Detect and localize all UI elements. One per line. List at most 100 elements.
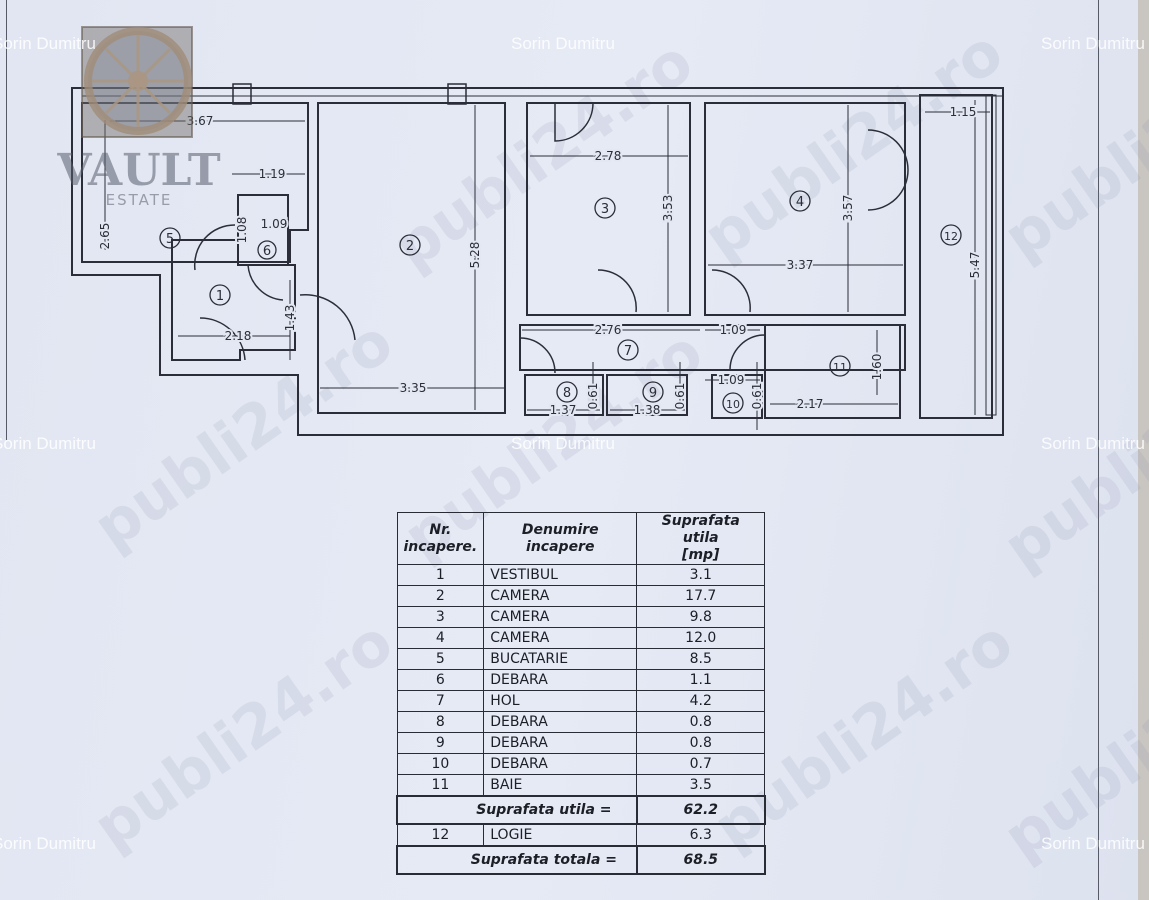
page-edge <box>1098 0 1099 900</box>
watermark-author: Sorin Dumitru <box>1041 434 1145 453</box>
room-11-outline <box>764 324 901 419</box>
row-name: HOL <box>483 690 638 712</box>
logo-text: VAULT <box>56 145 221 196</box>
useful-area-row: Suprafata utila = 62.2 <box>396 795 766 825</box>
row-nr: 4 <box>396 627 485 649</box>
room-number: 12 <box>944 230 958 243</box>
row-area: 0.8 <box>636 711 766 733</box>
row-name: CAMERA <box>483 627 638 649</box>
row-area: 4.2 <box>636 690 766 712</box>
watermark-author: Sorin Dumitru <box>0 34 96 53</box>
logo-subtext: ESTATE <box>106 191 173 209</box>
row-area: 1.1 <box>636 669 766 691</box>
useful-area-label: Suprafata utila = <box>396 795 638 825</box>
useful-area-value: 62.2 <box>635 795 766 825</box>
room-number: 2 <box>406 239 414 254</box>
dimension-label: 2.78 <box>595 149 622 163</box>
row-nr: 5 <box>396 648 485 670</box>
dimension-label: 0.61 <box>673 383 687 410</box>
dimension-label: 0.61 <box>750 383 764 410</box>
dimension-label: 5.28 <box>468 242 482 269</box>
row-nr: 8 <box>396 711 485 733</box>
room-3-outline <box>526 102 691 316</box>
dimension-label: 5.47 <box>968 252 982 279</box>
vault-wheel-icon: VAULT ESTATE <box>56 26 221 209</box>
row-area: 3.1 <box>636 564 766 586</box>
row-name: DEBARA <box>483 732 638 754</box>
row-nr: 6 <box>396 669 485 691</box>
room-10-outline <box>711 374 763 419</box>
room-8-outline <box>524 374 604 416</box>
row-area: 3.5 <box>636 774 766 797</box>
row-nr: 9 <box>396 732 485 754</box>
row-area: 0.7 <box>636 753 766 775</box>
room-number: 3 <box>601 202 609 217</box>
row-name: BUCATARIE <box>483 648 638 670</box>
dimension-label: 1.37 <box>550 403 577 417</box>
table-row: 12 LOGIE 6.3 <box>396 823 766 847</box>
dimension-label: 3.57 <box>841 195 855 222</box>
header-nr: Nr.incapere. <box>396 512 485 565</box>
room-9-outline <box>606 374 688 416</box>
dimension-label: 1.19 <box>259 167 286 181</box>
room-number: 4 <box>796 195 804 210</box>
row-nr: 7 <box>396 690 485 712</box>
row-nr: 1 <box>396 564 485 586</box>
dimension-label: 2.65 <box>98 223 112 250</box>
dimension-label: 1.09 <box>261 217 288 231</box>
row-area: 12.0 <box>636 627 766 649</box>
vault-estate-logo: VAULT ESTATE <box>52 25 227 245</box>
dimension-label: 0.61 <box>586 383 600 410</box>
dimension-label: 1.09 <box>720 323 747 337</box>
dimension-label: 1.15 <box>950 105 977 119</box>
row-area: 17.7 <box>636 585 766 607</box>
room-number: 8 <box>563 386 571 401</box>
row-name: DEBARA <box>483 711 638 733</box>
room-number: 1 <box>216 289 224 304</box>
row-name: VESTIBUL <box>483 564 638 586</box>
dimension-label: 3.37 <box>787 258 814 272</box>
watermark-author: Sorin Dumitru <box>0 834 96 853</box>
room-number: 9 <box>649 386 657 401</box>
watermark-author: Sorin Dumitru <box>511 434 615 453</box>
total-area-label: Suprafata totala = <box>396 845 638 875</box>
room-12-outline <box>919 94 993 419</box>
dimension-label: 2.17 <box>797 397 824 411</box>
watermark-author: Sorin Dumitru <box>1041 834 1145 853</box>
room-number: 6 <box>263 244 271 259</box>
row-name: CAMERA <box>483 606 638 628</box>
total-area-value: 68.5 <box>635 845 766 875</box>
watermark-author: Sorin Dumitru <box>0 434 96 453</box>
dimension-label: 1.38 <box>634 403 661 417</box>
row-area: 8.5 <box>636 648 766 670</box>
room-number: 11 <box>833 361 847 374</box>
watermark-author: Sorin Dumitru <box>1041 34 1145 53</box>
inner-wall-outline <box>81 102 309 263</box>
room-1-outline <box>171 239 296 361</box>
row-name: CAMERA <box>483 585 638 607</box>
room-number: 7 <box>624 344 632 359</box>
dimension-label: 1.08 <box>235 217 249 244</box>
row-nr: 3 <box>396 606 485 628</box>
dimension-label: 3.53 <box>661 195 675 222</box>
row-name: LOGIE <box>483 823 638 847</box>
row-name: DEBARA <box>483 669 638 691</box>
row-nr: 12 <box>396 823 485 847</box>
dimension-label: 2.76 <box>595 323 622 337</box>
watermark-author: Sorin Dumitru <box>511 34 615 53</box>
